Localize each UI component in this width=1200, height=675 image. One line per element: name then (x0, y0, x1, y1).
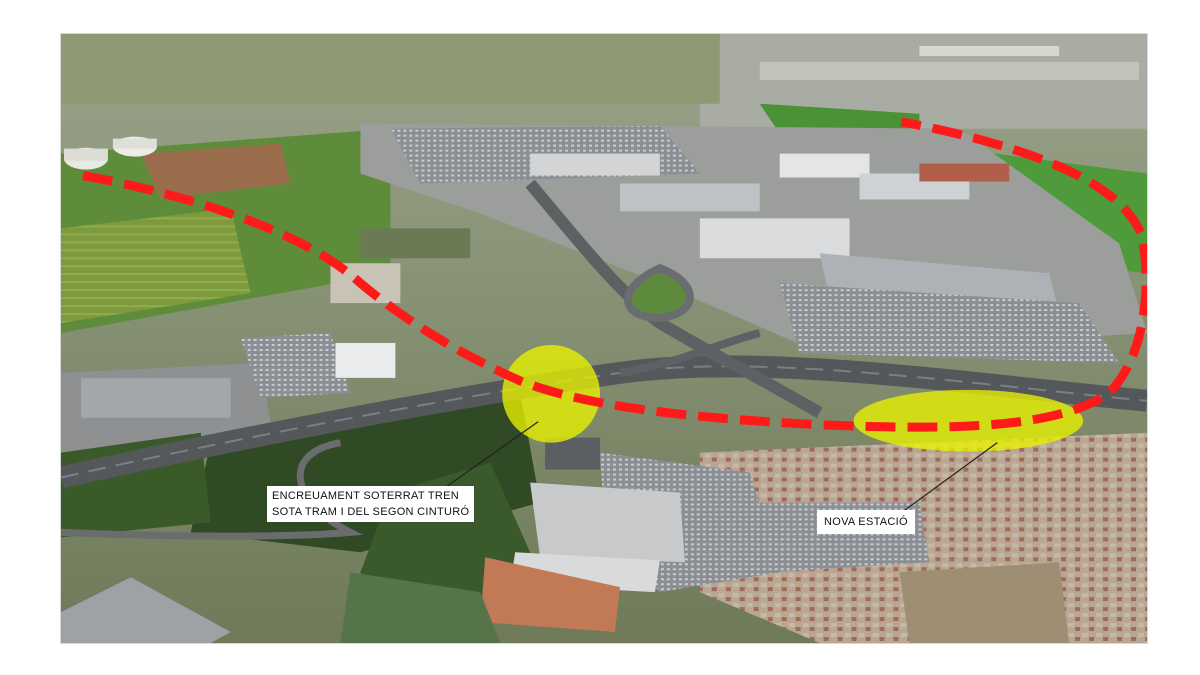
aerial-map (61, 34, 1147, 643)
large-warehouse (530, 482, 685, 563)
ring-road (525, 179, 823, 418)
route-dashed-line (82, 117, 1147, 432)
warehouse-bottom-left (61, 577, 231, 643)
tunnel-callout-line (434, 421, 539, 495)
tunnel-crossing-label: ENCREUAMENT SOTERRAT TREN SOTA TRAM I DE… (267, 486, 475, 522)
curved-ramp (61, 439, 364, 540)
tunnel-label-line-1: ENCREUAMENT SOTERRAT TREN (272, 490, 459, 502)
tunnel-label-line-2: SOTA TRAM I DEL SEGON CINTURÓ (272, 506, 470, 518)
station-callout-line (904, 442, 998, 511)
station-highlight (853, 389, 1084, 452)
aerial-photo (60, 33, 1148, 644)
annotation-overlay (82, 117, 1147, 511)
new-station-label: NOVA ESTACIÓ (817, 510, 915, 534)
